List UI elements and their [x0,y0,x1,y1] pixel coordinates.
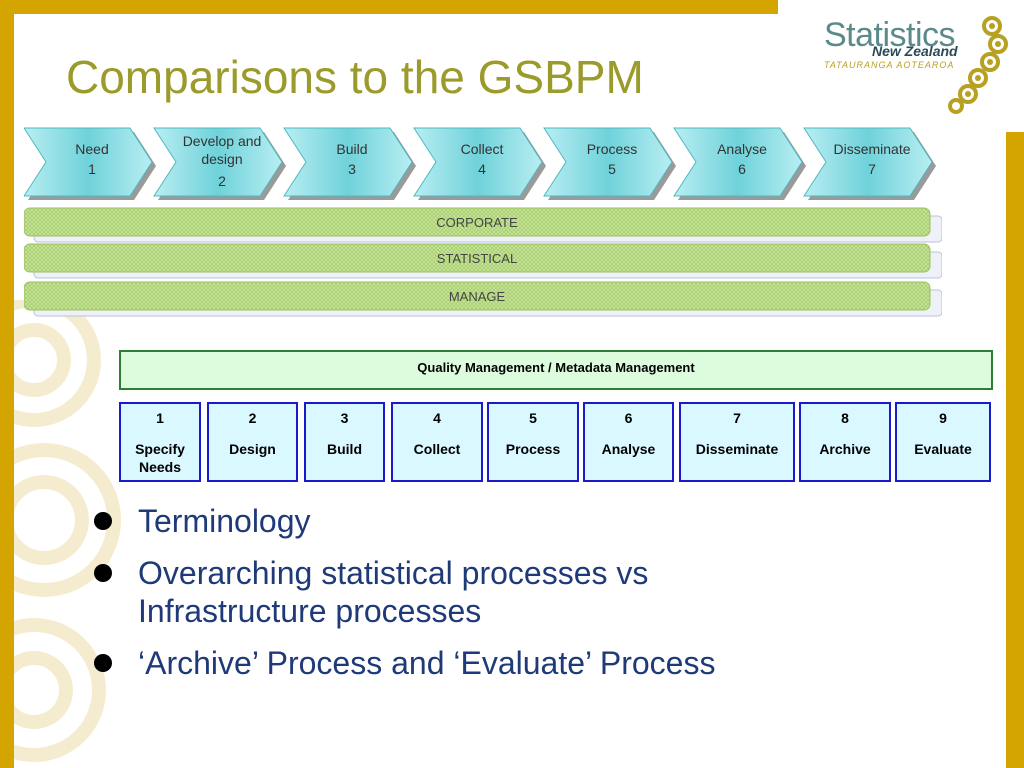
old-band-label: CORPORATE [436,215,518,230]
old-phase-arrow-6: Analyse 6 [673,127,806,200]
gsbpm-phase-name: Design [229,441,276,457]
logo-chain-icon [948,16,1008,114]
gsbpm-phase-name: Analyse [601,441,656,457]
bullet-text: Overarching statistical processes vs Inf… [138,555,649,629]
bullet-dot-icon [94,512,112,530]
gsbpm-phase-name: Collect [413,441,461,457]
bullet-dot-icon [94,654,112,672]
gsbpm-phase-number: 2 [248,410,257,426]
old-phase-arrow-3: Build 3 [283,127,416,200]
frame-top-bar [0,0,778,14]
gsbpm-phase-number: 8 [841,410,849,426]
old-phase-label: Collect [461,141,504,157]
bullet-item: Terminology [90,502,990,540]
gsbpm-phase-number: 9 [939,410,947,426]
old-phase-arrow-1: Need 1 [24,127,156,200]
logo-wordmark: Statistics [824,16,956,54]
gsbpm-phase-name: Process [505,441,561,457]
old-phase-number: 7 [868,161,876,177]
bullet-item: Overarching statistical processes vs Inf… [90,554,828,630]
old-phase-label: Process [587,141,638,157]
gsbpm-phase-number: 1 [156,410,164,426]
frame-left-bar [0,0,14,768]
old-phase-number: 2 [218,173,226,189]
quality-metadata-management-box: Quality Management / Metadata Management [119,350,993,390]
frame-right-bar [1006,132,1024,768]
old-phase-label: Need [75,141,108,157]
old-phase-label: Analyse [717,141,767,157]
old-phase-number: 6 [738,161,746,177]
bullet-item: ‘Archive’ Process and ‘Evaluate’ Process [90,644,990,682]
gsbpm-phase-name: Evaluate [914,441,972,457]
bullet-text: ‘Archive’ Process and ‘Evaluate’ Process [138,645,716,681]
old-phase-number: 3 [348,161,356,177]
old-phase-arrow-4: Collect 4 [413,127,546,200]
gsbpm-phase-name: Disseminate [695,441,779,457]
old-phase-number: 4 [478,161,486,177]
logo-maori-text: TATAURANGA AOTEAROA [824,60,955,70]
old-phase-label: Build [336,141,367,157]
gsbpm-phase-number: 7 [733,410,741,426]
gsbpm-phase-name: Specify Needs [135,441,185,475]
old-band-statistical: STATISTICAL [24,243,942,279]
old-band-label: STATISTICAL [437,251,517,266]
old-band-corporate: CORPORATE [24,207,942,243]
logo-country: New Zealand [872,43,958,59]
old-phase-arrow-5: Process 5 [543,127,676,200]
old-band-label: MANAGE [449,289,506,304]
old-phase-number: 1 [88,161,96,177]
gsbpm-phase-number: 3 [340,410,349,426]
gsbpm-phase-number: 6 [624,410,633,426]
quality-metadata-label: Quality Management / Metadata Management [417,360,695,375]
gsbpm-phase-name: Build [327,441,362,457]
slide-title: Comparisons to the GSBPM [66,51,644,103]
old-band-manage: MANAGE [24,281,942,317]
gsbpm-phase-number: 4 [433,410,441,426]
gsbpm-phase-number: 5 [529,410,537,426]
bullet-text: Terminology [138,503,311,539]
old-phase-arrow-7: Disseminate 7 [803,127,936,200]
gsbpm-phase-name: Archive [819,441,871,457]
bullet-dot-icon [94,564,112,582]
stats-nz-logo: Statistics New Zealand TATAURANGA AOTEAR… [820,14,1010,114]
background-swirl-pattern [14,300,121,762]
old-phase-number: 5 [608,161,616,177]
old-phase-label: Disseminate [833,141,910,157]
